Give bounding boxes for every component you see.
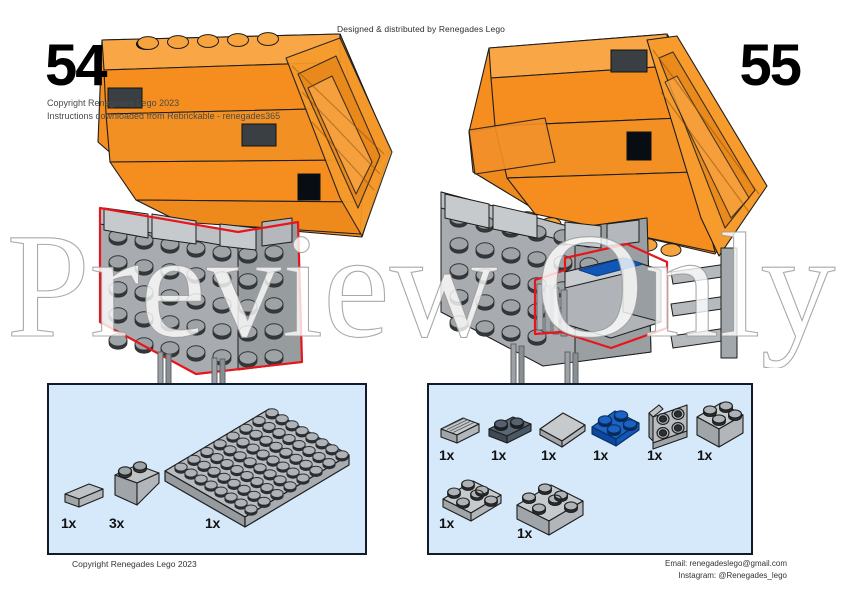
qty-plate-1x2-dbg: 1x	[491, 447, 506, 463]
part-brick-2x2-gray	[691, 395, 749, 453]
footer-copyright: Copyright Renegades Lego 2023	[72, 559, 197, 569]
qty-tile-1x2: 1x	[61, 515, 76, 531]
copyright-line-2: Instructions downloaded from Rebrickable…	[47, 110, 281, 121]
model-render-step-54	[40, 22, 410, 413]
qty-tile-2x2: 1x	[541, 447, 556, 463]
step-number-54: 54	[45, 33, 107, 98]
part-slope-2x2-gray	[107, 457, 167, 515]
parts-bin-step-55: 1x 1x	[427, 383, 753, 555]
header-credit: Designed & distributed by Renegades Lego	[337, 24, 505, 34]
model-render-step-55	[415, 22, 795, 409]
qty-bracket-2x2: 1x	[647, 447, 662, 463]
part-plate-2x3-gray	[437, 473, 507, 527]
part-plate-1x2-dark-blue-gray	[485, 409, 535, 447]
part-tile-1x2-gray	[61, 480, 107, 512]
footer-contact: Email: renegadeslego@gmail.com Instagram…	[665, 558, 787, 581]
part-plate-2x2-blue	[587, 401, 645, 449]
part-brick-2x3-gray	[511, 477, 591, 539]
footer-instagram: Instagram: @Renegades_lego	[678, 570, 787, 580]
parts-bin-step-54: 1x 3x	[47, 383, 367, 555]
copyright-line-1: Copyright Renegades Lego 2023	[47, 98, 180, 108]
copyright-overlay: Copyright Renegades Lego 2023 Instructio…	[47, 97, 280, 122]
footer-email: Email: renegadeslego@gmail.com	[665, 559, 787, 568]
part-plate-8x8-gray	[157, 401, 357, 533]
qty-brick-2x2: 1x	[697, 447, 712, 463]
qty-plate-8x8: 1x	[205, 515, 220, 531]
qty-plate-2x3: 1x	[439, 515, 454, 531]
qty-plate-2x2-blue: 1x	[593, 447, 608, 463]
part-bracket-2x2-gray	[643, 397, 695, 451]
part-tile-2x2-gray	[535, 407, 591, 449]
part-grille-tile-1x2	[437, 413, 483, 447]
qty-slope-2x2: 3x	[109, 515, 124, 531]
qty-grille-tile: 1x	[439, 447, 454, 463]
step-number-55: 55	[739, 33, 801, 98]
qty-brick-2x3: 1x	[517, 525, 532, 541]
